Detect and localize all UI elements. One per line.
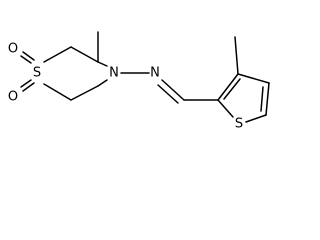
- thiophene-sulfur-label: S: [235, 117, 243, 132]
- bond-thio-s-c2: [217, 99, 234, 118]
- ring-nitrogen-label: N: [109, 66, 119, 81]
- bond-thio-c4-c5-inner: [260, 86, 264, 112]
- bond-s-o-top-a: [20, 55, 32, 64]
- chemical-structure-diagram: S O O N N S: [8, 31, 270, 132]
- bond-thio-c3-c4: [237, 73, 270, 84]
- bond-n-c-imine-b: [157, 84, 179, 104]
- bond-n4-c5: [97, 79, 108, 87]
- bond-s-o-bottom-b: [22, 82, 35, 92]
- bond-thio-c3-methyl: [234, 36, 239, 75]
- bond-thio-c5-s: [245, 114, 267, 123]
- bond-thio-c2-c3-inner: [223, 78, 241, 100]
- sulfonyl-sulfur-label: S: [33, 66, 41, 81]
- bond-s-o-bottom-a: [20, 79, 32, 88]
- oxo-oxygen-bottom-label: O: [8, 90, 18, 105]
- bond-thio-c4-c5: [265, 82, 270, 116]
- bond-s1-c2: [43, 46, 72, 63]
- bond-thio-c2-c3: [217, 73, 239, 101]
- bond-c2-c3: [70, 46, 99, 63]
- bond-s-o-top-b: [22, 51, 35, 61]
- bond-c6-s1: [43, 83, 72, 101]
- bond-n-c-imine-a: [161, 79, 185, 101]
- bond-c5-c6: [70, 85, 99, 101]
- bond-c3-n4: [97, 61, 108, 67]
- imine-nitrogen-label: N: [150, 66, 160, 81]
- oxo-oxygen-top-label: O: [8, 42, 18, 57]
